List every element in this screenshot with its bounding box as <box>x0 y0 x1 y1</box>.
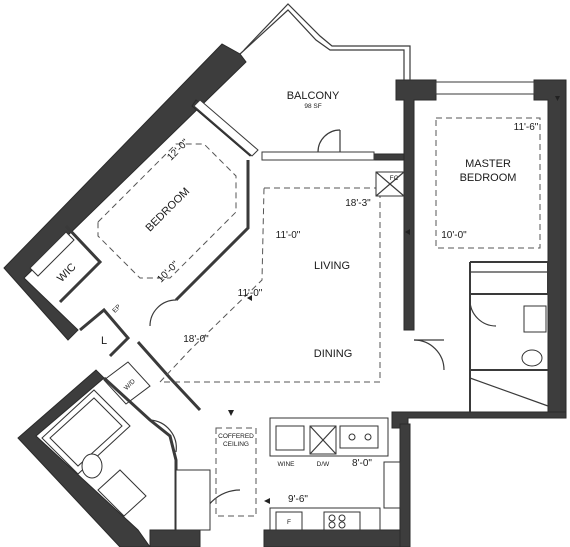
label-balcony-area: 98 SF <box>304 103 321 110</box>
arrow-kitchen <box>264 498 270 504</box>
balcony-door-swing <box>317 129 341 153</box>
dim-master-width: 11'-6" <box>514 122 539 133</box>
dim-kitchen-width: 8'-0" <box>352 458 372 469</box>
arrow-master-top <box>555 96 560 101</box>
wall-linen <box>79 307 131 358</box>
dim-kitchen-length: 9'-6" <box>288 494 308 505</box>
exterior-wall-bottom <box>149 529 201 547</box>
dw-cross-b <box>309 425 337 455</box>
label-master-line2: BEDROOM <box>460 172 517 184</box>
dim-living-depth-b: 11'-0" <box>238 288 263 299</box>
kitchen-sink <box>339 425 379 449</box>
wall-hall <box>136 341 202 412</box>
dim-bedroom-width: 12'-0" <box>165 137 191 163</box>
entry-closet <box>175 469 211 531</box>
fc-cross-b <box>375 171 405 197</box>
kitchen-side-counter <box>383 461 401 509</box>
label-master-line1: MASTER <box>465 158 511 170</box>
burner-4 <box>338 521 346 529</box>
coffered-ceiling-outline <box>215 427 257 517</box>
label-balcony: BALCONY <box>287 90 340 102</box>
wic-shelf <box>29 231 75 277</box>
balcony-outline <box>239 9 405 80</box>
kitchen-fridge <box>275 511 303 531</box>
exterior-wall-kitchen-right <box>399 423 411 547</box>
bathroom-toilet <box>81 453 103 479</box>
burner-2 <box>338 514 346 522</box>
exterior-wall-bottom-right <box>263 529 411 547</box>
arrow-dining <box>228 410 234 416</box>
kitchen-wine-fridge <box>275 425 305 451</box>
bedroom-ceiling-outline <box>97 143 237 279</box>
label-dining: DINING <box>314 348 353 360</box>
arrow-master-left <box>405 229 410 235</box>
wall-wic <box>58 224 103 304</box>
burner-1 <box>328 514 336 522</box>
label-fc: FC <box>390 175 399 182</box>
shower-diagonal <box>469 377 549 407</box>
arrow-living <box>247 295 252 301</box>
bathroom-vanity <box>97 469 147 517</box>
master-window <box>435 81 535 95</box>
label-linen: L <box>101 335 107 347</box>
living-ceiling-outline <box>158 187 381 383</box>
exterior-wall-left-diagonal <box>3 43 247 341</box>
label-wine: WINE <box>278 461 296 468</box>
label-wic: WIC <box>55 261 79 285</box>
laundry-closet <box>103 361 151 405</box>
bath-door-swing <box>149 419 177 453</box>
fan-coil-wall <box>371 153 405 161</box>
dim-dining-length: 18'-0" <box>183 334 209 345</box>
balcony-door <box>261 151 375 161</box>
bedroom-window <box>193 99 259 157</box>
dim-living-width: 18'-3" <box>345 198 371 209</box>
label-coffered-line1: COFFERED <box>218 433 254 440</box>
exterior-wall-master-right <box>533 79 567 419</box>
burner-3 <box>328 521 336 529</box>
exterior-wall-master <box>395 79 437 331</box>
wall-master-closet <box>469 261 549 295</box>
master-ceiling-outline <box>435 117 541 249</box>
bathtub-inner <box>49 397 123 467</box>
ensuite-vanity <box>523 305 547 333</box>
label-dw: D/W <box>317 461 331 468</box>
dim-bedroom-depth: 10'-0" <box>155 259 181 285</box>
bedroom-door-swing <box>149 299 177 327</box>
dim-master-depth: 10'-0" <box>441 230 467 241</box>
exterior-wall-bottom-left <box>17 369 151 547</box>
label-ep: EP <box>111 303 122 314</box>
exterior-wall-right-lower <box>391 411 567 429</box>
label-bedroom: BEDROOM <box>144 186 193 235</box>
ensuite-door-swing <box>469 299 497 327</box>
dim-living-depth-a: 11'-0" <box>276 230 301 241</box>
sink-drain-a <box>348 433 356 441</box>
label-fridge: F <box>287 519 291 526</box>
master-door-swing <box>413 339 445 371</box>
wall-bedroom-living <box>174 160 250 302</box>
ensuite-toilet <box>521 349 543 367</box>
label-living: LIVING <box>314 260 350 272</box>
sink-drain-b <box>364 433 372 441</box>
label-coffered-line2: CEILING <box>223 441 249 448</box>
balcony-rail <box>243 3 411 80</box>
